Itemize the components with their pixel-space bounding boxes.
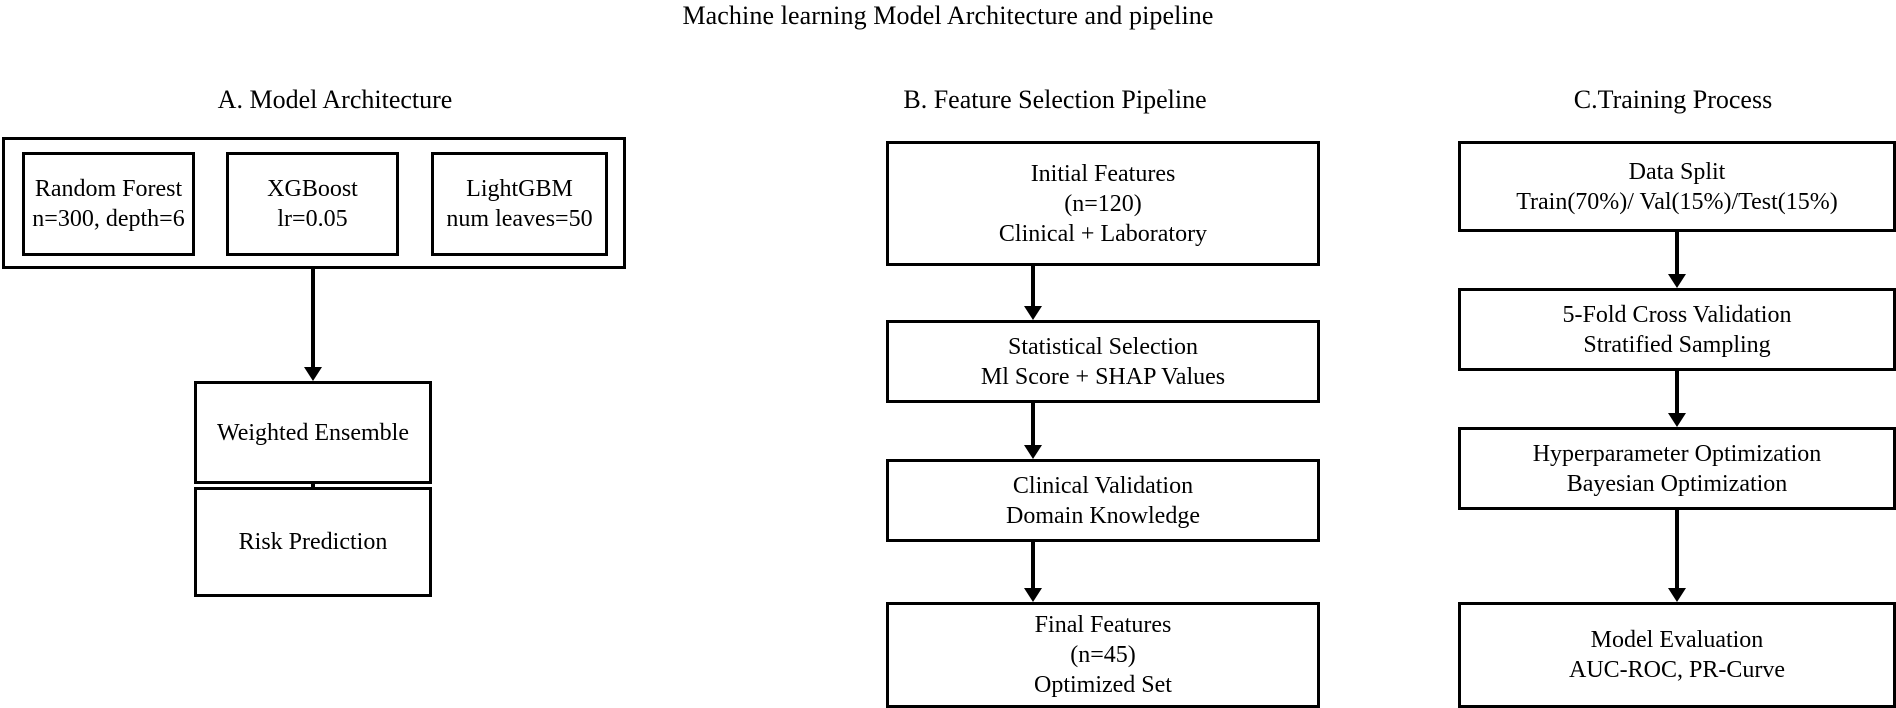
training-step-box-hyperparameter-optimization[interactable]: Hyperparameter Optimization Bayesian Opt…: [1458, 427, 1896, 510]
step-line-2: Ml Score + SHAP Values: [980, 363, 1226, 390]
risk-prediction-label: Risk Prediction: [238, 529, 388, 555]
feature-step-box-statistical-selection[interactable]: Statistical Selection Ml Score + SHAP Va…: [886, 320, 1320, 403]
step-line-1: Final Features: [1034, 612, 1172, 638]
step-line-1: Data Split: [1628, 158, 1726, 185]
step-line-1: Model Evaluation: [1590, 627, 1764, 653]
model-name: Random Forest: [34, 176, 183, 202]
training-step-box-data-split[interactable]: Data Split Train(70%)/ Val(15%)/Test(15%…: [1458, 141, 1896, 232]
model-name: LightGBM: [466, 176, 573, 202]
model-box-lightgbm[interactable]: LightGBM num leaves=50: [431, 152, 608, 256]
feature-step-box-initial-features[interactable]: Initial Features (n=120) Clinical + Labo…: [886, 141, 1320, 266]
model-params: num leaves=50: [446, 206, 593, 232]
training-step-box-cross-validation[interactable]: 5-Fold Cross Validation Stratified Sampl…: [1458, 288, 1896, 371]
step-line-2: (n=120): [1064, 190, 1142, 217]
feature-step-box-clinical-validation[interactable]: Clinical Validation Domain Knowledge: [886, 459, 1320, 542]
step-line-3: Optimized Set: [1034, 672, 1172, 698]
step-line-2: (n=45): [1070, 642, 1136, 668]
step-line-1: Statistical Selection: [1008, 333, 1198, 360]
feature-step-box-final-features[interactable]: Final Features (n=45) Optimized Set: [886, 602, 1320, 708]
step-line-2: Train(70%)/ Val(15%)/Test(15%): [1516, 188, 1838, 215]
model-box-xgboost[interactable]: XGBoost lr=0.05: [226, 152, 399, 256]
figure-title: Machine learning Model Architecture and …: [682, 1, 1214, 30]
training-step-box-model-evaluation[interactable]: Model Evaluation AUC-ROC, PR-Curve: [1458, 602, 1896, 708]
model-name: XGBoost: [267, 176, 358, 202]
panel-b-title: B. Feature Selection Pipeline: [903, 85, 1207, 114]
step-line-2: Stratified Sampling: [1583, 331, 1771, 358]
model-box-random-forest[interactable]: Random Forest n=300, depth=6: [22, 152, 195, 256]
model-params: n=300, depth=6: [32, 206, 185, 232]
step-line-2: AUC-ROC, PR-Curve: [1568, 657, 1785, 683]
risk-prediction-box[interactable]: Risk Prediction: [194, 487, 432, 597]
step-line-3: Clinical + Laboratory: [998, 220, 1208, 247]
panel-c-title: C.Training Process: [1573, 85, 1773, 114]
step-line-1: Initial Features: [1030, 160, 1176, 187]
ensemble-box[interactable]: Weighted Ensemble: [194, 381, 432, 484]
step-line-1: 5-Fold Cross Validation: [1562, 301, 1792, 328]
step-line-1: Clinical Validation: [1012, 472, 1194, 499]
model-params: lr=0.05: [277, 206, 348, 232]
step-line-2: Domain Knowledge: [1006, 502, 1200, 529]
panel-a-title: A. Model Architecture: [217, 85, 453, 114]
step-line-2: Bayesian Optimization: [1566, 470, 1788, 497]
ensemble-label: Weighted Ensemble: [216, 419, 409, 446]
step-line-1: Hyperparameter Optimization: [1532, 440, 1822, 467]
